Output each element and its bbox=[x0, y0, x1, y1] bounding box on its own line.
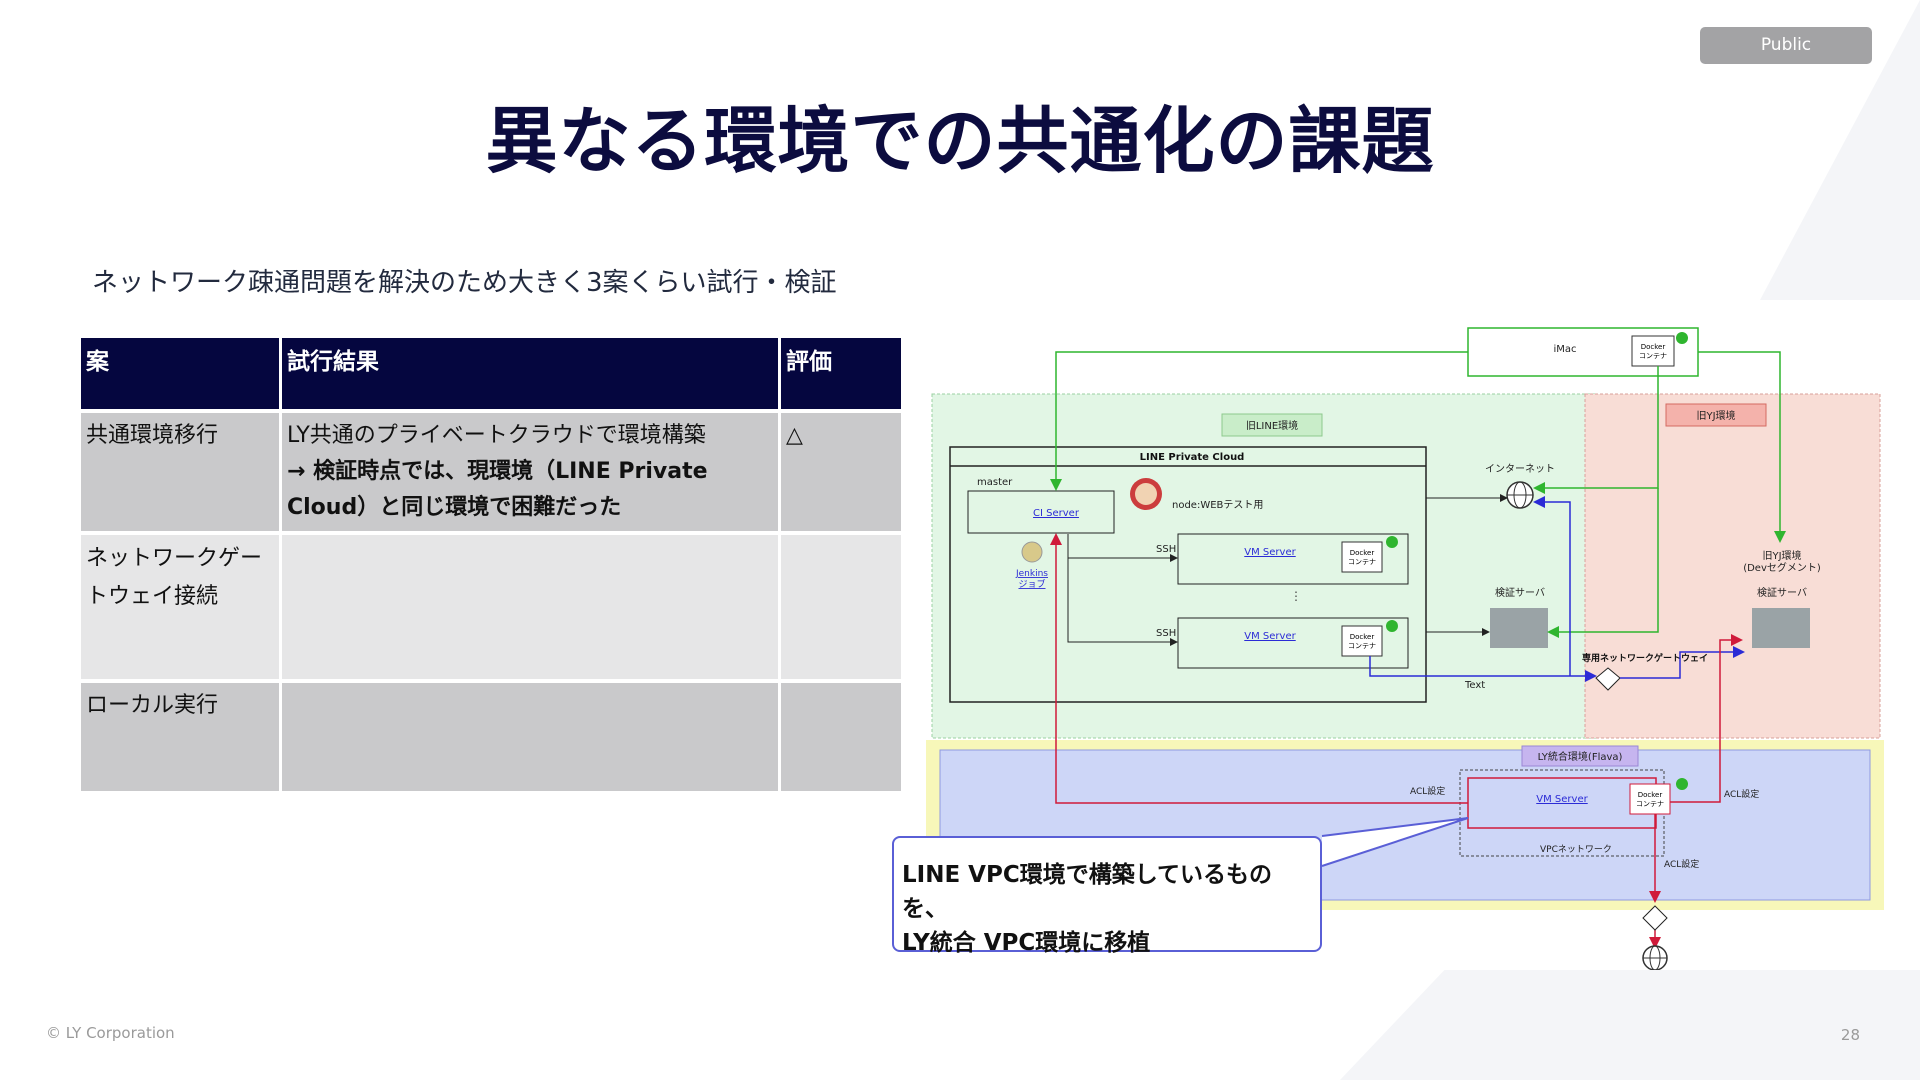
docker-icon bbox=[1341, 541, 1383, 573]
svg-text:⋮: ⋮ bbox=[1290, 589, 1302, 603]
eval-cell bbox=[781, 535, 901, 679]
acl-label: ACL設定 bbox=[1664, 858, 1699, 870]
docker-label: コンテナ bbox=[1348, 642, 1376, 650]
line-private-cloud-label: LINE Private Cloud bbox=[1140, 452, 1245, 463]
jenkins-job-icon bbox=[1021, 541, 1043, 563]
docker-label: コンテナ bbox=[1639, 352, 1667, 360]
plan-cell: ネットワークゲートウェイ接続 bbox=[81, 535, 279, 679]
old-line-env-label-box bbox=[1221, 413, 1323, 437]
table-row: ネットワークゲートウェイ接続 bbox=[81, 535, 901, 679]
docker-cloud-icon bbox=[1676, 778, 1688, 790]
ly-env-label: LY統合環境(Flava) bbox=[1538, 750, 1623, 763]
slide-title: 異なる環境での共通化の課題 bbox=[485, 99, 1435, 183]
result-text: Cloud）と同じ環境で困難だった bbox=[287, 495, 622, 520]
result-cell: LY共通のプライベートクラウドで環境構築 → 検証時点では、現環境（LINE P… bbox=[282, 413, 778, 531]
header-eval: 評価 bbox=[781, 338, 901, 409]
callout-text: LY統合 VPC環境に移植 bbox=[902, 930, 1151, 956]
docker-label: Docker bbox=[1350, 549, 1375, 557]
docker-icon bbox=[1631, 335, 1675, 367]
vm-server-label: VM Server bbox=[1244, 631, 1296, 642]
result-cell bbox=[282, 535, 778, 679]
docker-label: コンテナ bbox=[1348, 558, 1376, 566]
docker-label: コンテナ bbox=[1636, 800, 1664, 808]
table-row: ローカル実行 bbox=[81, 683, 901, 791]
exit-diamond bbox=[1642, 905, 1668, 931]
docker-label: Docker bbox=[1641, 343, 1666, 351]
network-diagram-svg: 旧LINE環境 旧YJ環境 LY統合環境(Flava) iMac Docker … bbox=[926, 327, 1884, 971]
ssh-label: SSH bbox=[1156, 628, 1176, 639]
page-number: 28 bbox=[1840, 1026, 1860, 1044]
verify-server-label: 検証サーバ bbox=[1495, 586, 1545, 599]
old-line-env-label: 旧LINE環境 bbox=[1246, 419, 1298, 432]
table-row: 共通環境移行 LY共通のプライベートクラウドで環境構築 → 検証時点では、現環境… bbox=[81, 413, 901, 531]
result-cell bbox=[282, 683, 778, 791]
vpc-network-label: VPCネットワーク bbox=[1540, 844, 1612, 855]
old-yj-env-dev-label: 旧YJ環境 bbox=[1762, 549, 1801, 562]
callout-text: LINE VPC環境で構築しているものを、 bbox=[902, 862, 1273, 922]
docker-cloud-icon bbox=[1386, 620, 1398, 632]
old-yj-env-label: 旧YJ環境 bbox=[1696, 409, 1735, 422]
gateway-diamond bbox=[1595, 667, 1621, 691]
comparison-table: 案 試行結果 評価 共通環境移行 LY共通のプライベートクラウドで環境構築 → … bbox=[78, 334, 904, 795]
docker-icon bbox=[1341, 625, 1383, 657]
docker-label: Docker bbox=[1638, 791, 1663, 799]
old-yj-env-label-box bbox=[1665, 403, 1767, 427]
slide-subtitle: ネットワーク疎通問題を解決のため大きく3案くらい試行・検証 bbox=[92, 268, 837, 298]
imac-label: iMac bbox=[1553, 344, 1576, 355]
docker-cloud-icon bbox=[1676, 332, 1688, 344]
public-badge: Public bbox=[1700, 27, 1872, 64]
table-header-row: 案 試行結果 評価 bbox=[81, 338, 901, 409]
jenkins-job-label: Jenkins bbox=[1015, 569, 1048, 579]
copyright-footer: © LY Corporation bbox=[46, 1024, 175, 1042]
acl-label: ACL設定 bbox=[1724, 788, 1759, 800]
server-icon bbox=[1490, 608, 1548, 648]
docker-label: Docker bbox=[1350, 633, 1375, 641]
old-yj-env-dev-label: (Devセグメント) bbox=[1743, 561, 1821, 574]
node-label: node:WEBテスト用 bbox=[1172, 500, 1263, 511]
ci-server-label: CI Server bbox=[1033, 508, 1080, 519]
eval-cell bbox=[781, 683, 901, 791]
gateway-label: 専用ネットワークゲートウェイ bbox=[1582, 652, 1708, 664]
verify-server-label: 検証サーバ bbox=[1757, 586, 1807, 599]
plan-cell: ローカル実行 bbox=[81, 683, 279, 791]
network-diagram: 旧LINE環境 旧YJ環境 LY統合環境(Flava) iMac Docker … bbox=[920, 310, 1900, 971]
server-icon bbox=[1752, 608, 1810, 648]
callout-box: LINE VPC環境で構築しているものを、 LY統合 VPC環境に移植 bbox=[892, 836, 1322, 956]
master-label: master bbox=[977, 477, 1013, 488]
old-line-env-region bbox=[931, 393, 1598, 739]
ci-server-box bbox=[967, 490, 1115, 534]
jenkins-job-label: ジョブ bbox=[1018, 578, 1045, 590]
acl-label: ACL設定 bbox=[1410, 785, 1445, 797]
vm-server-box-2 bbox=[1177, 617, 1409, 669]
plan-cell: 共通環境移行 bbox=[81, 413, 279, 531]
eval-cell: △ bbox=[781, 413, 901, 531]
ly-env-label-box bbox=[1521, 745, 1639, 767]
header-result: 試行結果 bbox=[282, 338, 778, 409]
docker-icon bbox=[1629, 783, 1671, 815]
vm-server-label: VM Server bbox=[1536, 794, 1588, 805]
background-shape-bottom-right bbox=[1340, 970, 1920, 1080]
vm-server-box-1 bbox=[1177, 533, 1409, 585]
internet-label: インターネット bbox=[1485, 463, 1555, 475]
result-text: → 検証時点では、現環境（LINE Private bbox=[287, 459, 708, 484]
vm-server-label: VM Server bbox=[1244, 547, 1296, 558]
result-text: LY共通のプライベートクラウドで環境構築 bbox=[287, 423, 706, 448]
text-label: Text bbox=[1464, 680, 1485, 691]
docker-cloud-icon bbox=[1386, 536, 1398, 548]
ssh-label: SSH bbox=[1156, 544, 1176, 555]
old-yj-env-region bbox=[1584, 393, 1881, 739]
header-plan: 案 bbox=[81, 338, 279, 409]
